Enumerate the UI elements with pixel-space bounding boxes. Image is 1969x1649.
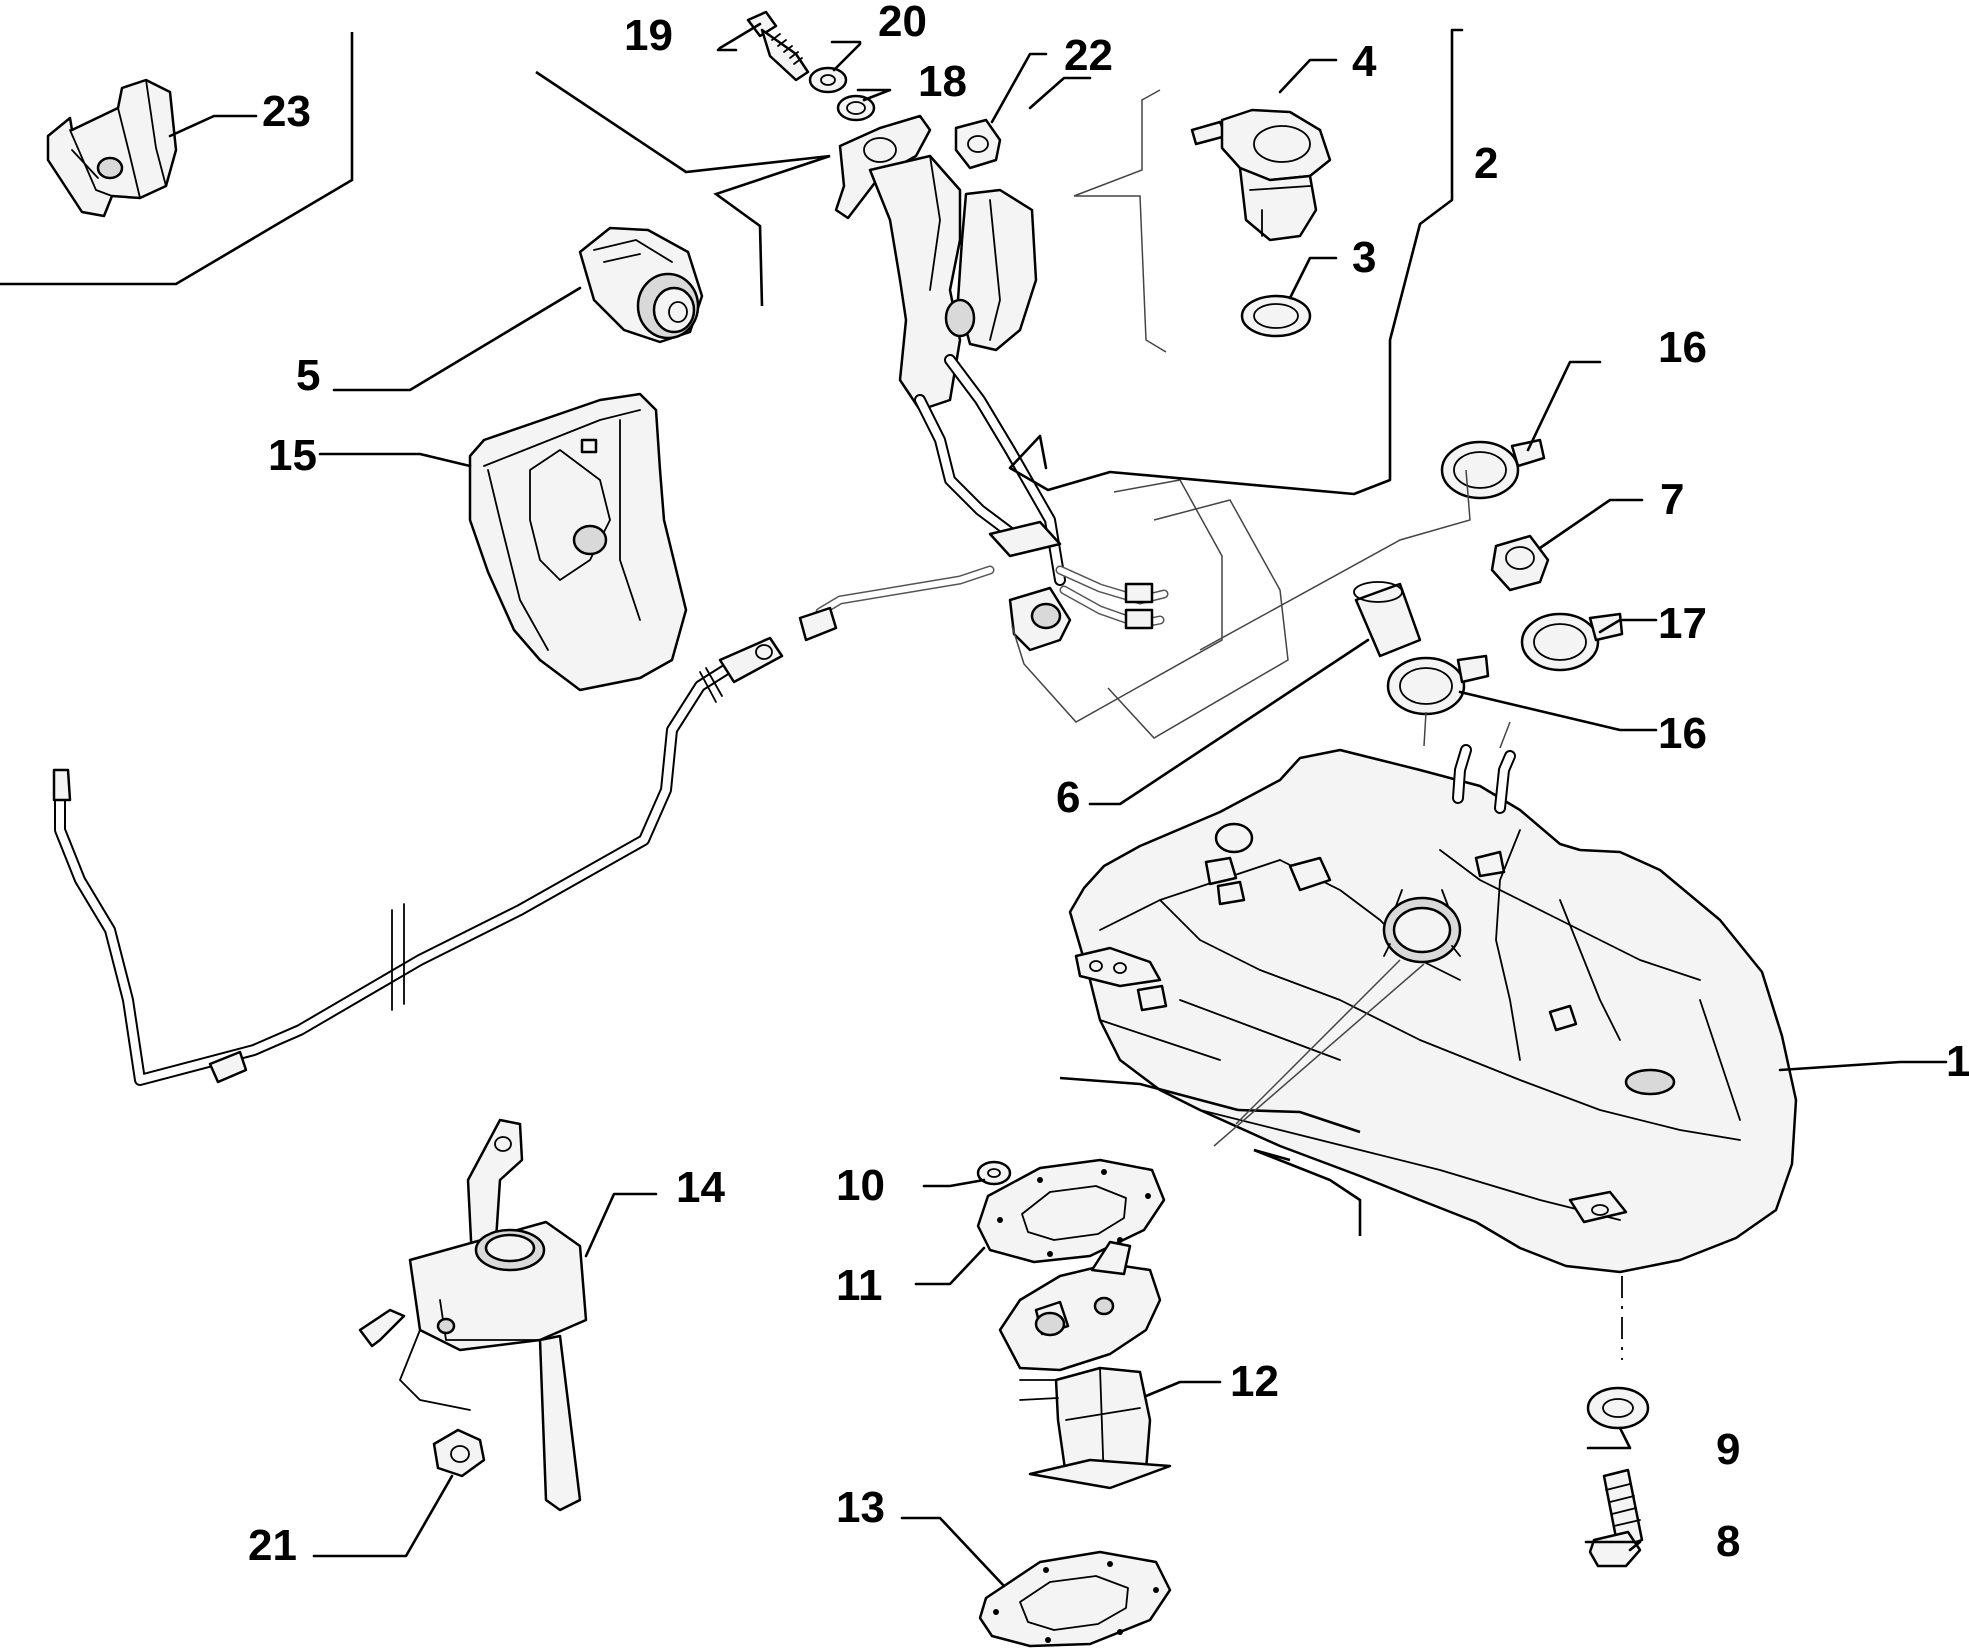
part-12-fuel-pump[interactable] xyxy=(998,1240,1172,1490)
callout-10: 10 xyxy=(836,1161,885,1210)
callout-19: 19 xyxy=(624,11,673,60)
part-23-bracket[interactable] xyxy=(46,78,178,218)
tank-guide-lines xyxy=(1059,959,1623,1360)
callout-16-upper: 16 xyxy=(1658,323,1707,372)
part-16-clamp-upper[interactable] xyxy=(1440,438,1546,500)
callout-22: 22 xyxy=(1064,31,1113,80)
callout-20: 20 xyxy=(878,0,927,46)
part-4-valve[interactable] xyxy=(1190,108,1332,242)
callout-labels: 1 2 3 4 5 6 7 8 9 10 11 12 13 14 15 16 1… xyxy=(248,0,1969,1570)
leader-lines xyxy=(168,22,1948,1588)
part-8-bolt[interactable] xyxy=(1588,1468,1644,1568)
part-2-filler-neck[interactable] xyxy=(798,114,1169,652)
callout-7: 7 xyxy=(1660,475,1684,524)
callout-15: 15 xyxy=(268,431,317,480)
callout-12: 12 xyxy=(1230,1357,1279,1406)
part-11-gasket[interactable] xyxy=(976,1158,1166,1264)
part-7-grommet[interactable] xyxy=(1490,534,1550,592)
callout-18: 18 xyxy=(918,57,967,106)
part-6-hose-sleeve[interactable] xyxy=(1353,581,1422,658)
part-17-clamp[interactable] xyxy=(1520,612,1624,672)
callout-9: 9 xyxy=(1716,1425,1740,1474)
part-1-fuel-tank[interactable] xyxy=(1068,744,1798,1274)
frame-part-23 xyxy=(0,32,354,286)
part-21-nut[interactable] xyxy=(432,1428,486,1478)
part-3-seal[interactable] xyxy=(1240,294,1312,338)
callout-23: 23 xyxy=(262,87,311,136)
callout-13: 13 xyxy=(836,1483,885,1532)
assembly-guidelines xyxy=(1011,469,1511,749)
callout-17: 17 xyxy=(1658,599,1707,648)
callout-4: 4 xyxy=(1352,37,1377,86)
callout-11: 11 xyxy=(836,1261,883,1310)
part-5-filler-socket[interactable] xyxy=(578,226,704,344)
part-18-washer[interactable] xyxy=(836,94,876,122)
filler-neck-frame xyxy=(535,70,1167,353)
part-13-gasket[interactable] xyxy=(978,1550,1172,1648)
part-10-nut[interactable] xyxy=(976,1160,1012,1186)
callout-2: 2 xyxy=(1474,139,1498,188)
part-9-washer[interactable] xyxy=(1586,1386,1650,1430)
callout-16-lower: 16 xyxy=(1658,709,1707,758)
callout-21: 21 xyxy=(248,1521,297,1570)
callout-6: 6 xyxy=(1056,773,1080,822)
fuel-line-pipe[interactable] xyxy=(52,636,784,1086)
callout-1: 1 xyxy=(1946,1037,1969,1086)
part-19-bolt[interactable] xyxy=(746,10,810,82)
callout-3: 3 xyxy=(1352,233,1376,282)
part-14-fuel-filter-bracket[interactable] xyxy=(358,1118,588,1512)
callout-14: 14 xyxy=(676,1163,725,1212)
part-22-nut[interactable] xyxy=(954,118,1002,170)
part-16-clamp-lower[interactable] xyxy=(1386,654,1490,716)
callout-8: 8 xyxy=(1716,1517,1740,1566)
callout-5: 5 xyxy=(296,351,320,400)
part-20-washer[interactable] xyxy=(808,66,848,94)
part-15-filler-housing[interactable] xyxy=(468,392,688,692)
